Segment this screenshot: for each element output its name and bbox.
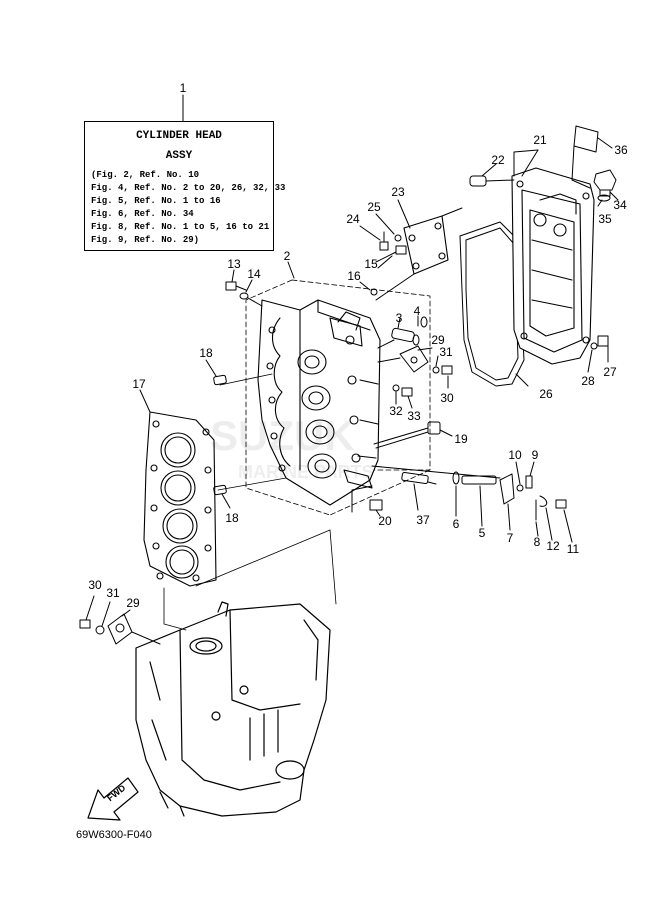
assembly-label-box: CYLINDER HEAD ASSY (Fig. 2, Ref. No. 10 … [84,121,285,251]
callout-37: 37 [416,513,430,527]
callout-16: 16 [347,269,361,283]
label-ref-line: (Fig. 2, Ref. No. 10 [91,170,200,180]
callout-35: 35 [598,212,612,226]
washer-32 [392,384,400,392]
label-ref-line: Fig. 8, Ref. No. 1 to 5, 16 to 21 [91,222,270,232]
callout-23: 23 [391,185,405,199]
washer-31-lower [95,625,105,635]
callout-20: 20 [378,514,392,528]
anode-plug-34 [593,169,617,197]
cylinder-head-dashed-frame [245,279,431,516]
callout-14: 14 [247,267,261,281]
callout-11: 11 [566,542,580,556]
callout-31-upper: 31 [439,345,453,359]
leader-21 [521,149,539,177]
callout-21: 21 [533,133,547,147]
washer-31-upper [432,366,440,374]
thermostat-valve-3 [391,327,420,346]
exhaust-cover-21 [511,167,595,365]
lever-7 [499,473,515,505]
callout-3: 3 [395,311,403,325]
callout-28: 28 [581,374,595,388]
callout-6: 6 [452,517,460,531]
o-ring-6 [452,471,460,485]
callout-8: 8 [533,535,541,549]
label-title-line1: CYLINDER HEAD [136,130,222,142]
callout-31-lower: 31 [106,586,120,600]
callout-10: 10 [508,448,522,462]
assembly-guide-lines [163,373,337,631]
callout-13: 13 [227,257,241,271]
o-ring-35 [597,194,611,202]
bolt-33 [401,387,413,397]
screw-11 [555,499,567,509]
callout-2: 2 [283,249,291,263]
washer-16 [370,288,378,296]
cylinder-block [135,601,331,817]
callout-30-lower: 30 [88,578,102,592]
watermark-brand: SUZUK [210,412,355,459]
cover-plate-23 [403,215,449,275]
callout-18-upper: 18 [199,346,213,360]
washer-28 [590,342,598,350]
callout-1: 1 [179,81,187,95]
callout-29-lower: 29 [126,596,140,610]
callout-26: 26 [539,387,553,401]
label-title-line2: ASSY [165,150,193,162]
callout-27: 27 [603,365,617,379]
callout-4: 4 [413,304,421,318]
callout-32: 32 [389,404,403,418]
bolt-13 [225,281,247,291]
callout-33: 33 [407,409,421,423]
callout-30-upper: 30 [440,391,454,405]
bolt-9 [525,475,533,489]
callout-24: 24 [346,212,360,226]
bolt-30-lower [79,619,91,629]
bolt-22 [469,175,515,187]
label-ref-line: Fig. 4, Ref. No. 2 to 20, 26, 32, 33 [91,183,286,193]
label-ref-line: Fig. 5, Ref. No. 1 to 16 [91,196,221,206]
head-bolt-19 [373,421,441,449]
fwd-arrow-icon [87,777,139,821]
callout-5: 5 [478,526,486,540]
cover-29-upper [399,345,429,373]
bolt-27 [597,335,609,347]
label-ref-line: Fig. 9, Ref. No. 29) [91,235,200,245]
callout-18-lower: 18 [225,511,239,525]
callout-7: 7 [506,531,514,545]
bolt-20 [369,499,383,511]
watermark-subtitle: MARINE PARTS [238,462,374,482]
dowel-pin-upper [213,374,227,386]
sensor-37 [401,471,437,485]
bolt-30-upper [441,365,453,375]
label-plate-36 [573,125,599,153]
callout-17: 17 [132,377,146,391]
callout-9: 9 [531,448,539,462]
o-ring-4 [420,316,428,328]
callout-29-upper: 29 [431,333,445,347]
clip-12 [539,495,548,507]
bolt-24 [379,231,389,251]
callout-15: 15 [364,257,378,271]
leader-2 [287,261,295,279]
callout-12: 12 [546,539,560,553]
bolt-15 [375,245,407,263]
callout-22: 22 [491,153,505,167]
exhaust-gasket-26 [459,221,525,387]
dowel-pin-lower [213,484,227,496]
leader-17 [139,389,151,413]
head-gasket [143,411,217,587]
callout-25: 25 [367,200,381,214]
drawing-code: 69W6300-F040 [76,829,152,841]
cover-29-lower [107,613,133,645]
washer-25 [394,234,402,242]
cylinder-head [257,299,381,506]
callout-34: 34 [613,198,627,212]
washer-14 [239,292,249,300]
callout-19: 19 [454,432,468,446]
washer-10 [516,484,524,492]
callout-36: 36 [614,143,628,157]
label-ref-line: Fig. 6, Ref. No. 34 [91,209,194,219]
